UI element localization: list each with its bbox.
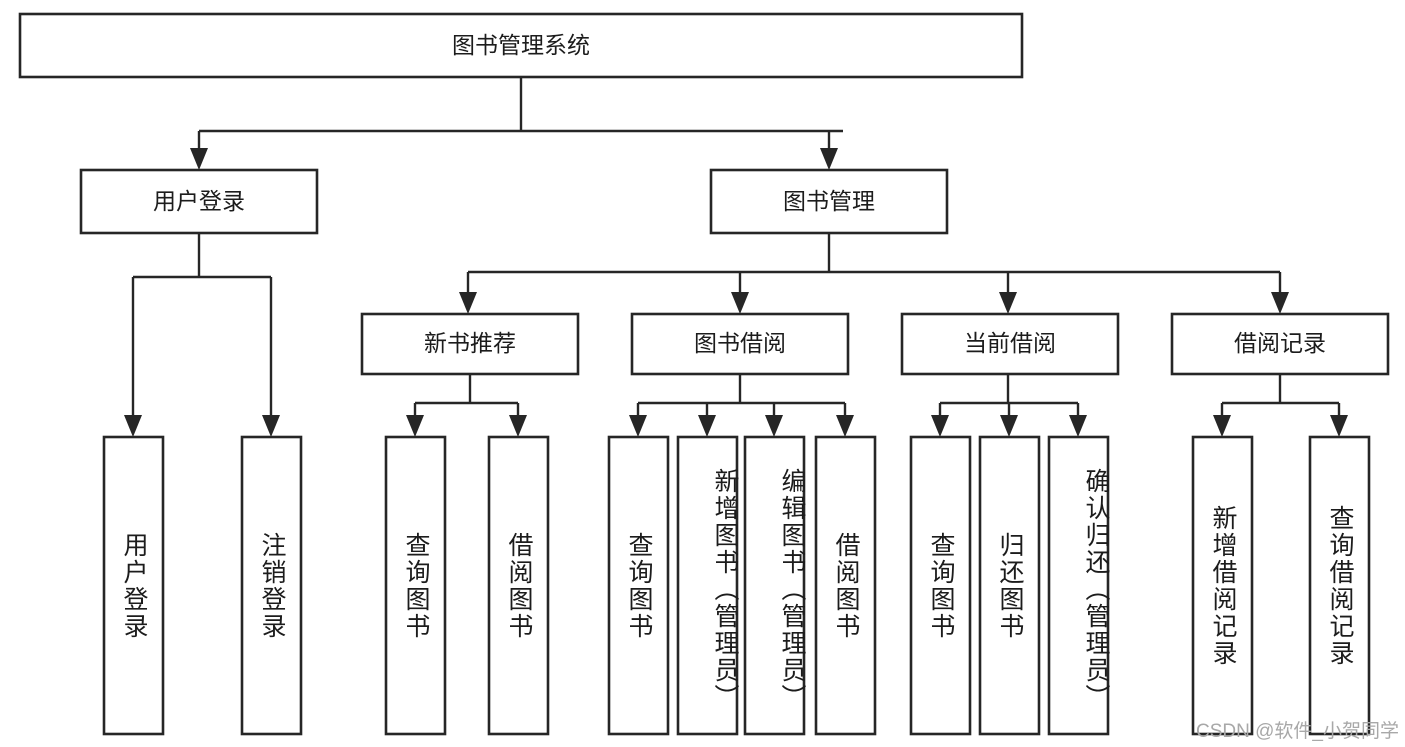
leaf-box-logout-login[interactable] (240, 435, 303, 736)
csdn-watermark: CSDN @软件_小贺同学 (1196, 721, 1399, 742)
node-book-management[interactable]: 图书管理 (709, 168, 949, 235)
arrow-head-book-borrow (731, 292, 749, 314)
leaf-label-user-login: 用户登录 (120, 531, 148, 640)
leaf-box-query-book-2[interactable] (607, 435, 670, 736)
leaf-box-borrow-book-2[interactable] (814, 435, 877, 736)
node-new-book-recommend[interactable]: 新书推荐 (360, 312, 580, 376)
leaf-label-return-book: 归还图书 (996, 531, 1024, 640)
node-user-login-label: 用户登录 (153, 188, 245, 214)
connector-group-borrow-record (1213, 374, 1348, 437)
node-current-borrow-box[interactable] (900, 312, 1120, 376)
arrow-head-leaf-confirm-return (1069, 415, 1087, 437)
connector-group-user-login (124, 233, 280, 437)
arrow-head-leaf-edit-book (765, 415, 783, 437)
node-borrow-record-box[interactable] (1170, 312, 1390, 376)
leaf-box-user-login[interactable] (102, 435, 165, 736)
arrow-head-leaf-query-book-1 (406, 415, 424, 437)
arrow-head-new-book-recommend (459, 292, 477, 314)
arrow-head-leaf-user-login (124, 415, 142, 437)
arrow-head-current-borrow (999, 292, 1017, 314)
node-book-management-label: 图书管理 (783, 188, 875, 214)
leaf-box-borrow-book-1[interactable] (487, 435, 550, 736)
leaf-box-edit-book[interactable] (743, 435, 806, 736)
node-current-borrow[interactable]: 当前借阅 (900, 312, 1120, 376)
arrow-head-leaf-borrow-book-2 (836, 415, 854, 437)
node-book-borrow[interactable]: 图书借阅 (630, 312, 850, 376)
node-current-borrow-label: 当前借阅 (964, 330, 1056, 356)
connector-group-root (190, 77, 843, 170)
leaf-label-borrow-book-1: 借阅图书 (505, 531, 533, 640)
connector-group-current-borrow (931, 374, 1087, 437)
leaf-box-query-book-1[interactable] (384, 435, 447, 736)
arrow-head-leaf-add-record (1213, 415, 1231, 437)
leaf-label-logout-login: 注销登录 (258, 531, 286, 640)
node-root-box[interactable] (18, 12, 1024, 79)
node-user-login-box[interactable] (79, 168, 319, 235)
arrow-head-leaf-add-book (698, 415, 716, 437)
arrow-head-leaf-return-book (1000, 415, 1018, 437)
arrow-head-user-login (190, 148, 208, 170)
arrow-head-borrow-record (1271, 292, 1289, 314)
leaf-label-query-book-3: 查询图书 (927, 531, 955, 640)
leaf-label-query-book-1: 查询图书 (402, 531, 430, 640)
arrow-head-book-management (820, 148, 838, 170)
connector-group-book-borrow (629, 374, 854, 437)
leaf-box-add-book[interactable] (676, 435, 739, 736)
node-new-book-recommend-label: 新书推荐 (424, 330, 516, 356)
arrow-head-leaf-logout-login (262, 415, 280, 437)
leaf-box-add-record[interactable] (1191, 435, 1254, 736)
node-book-borrow-box[interactable] (630, 312, 850, 376)
node-borrow-record-label: 借阅记录 (1234, 330, 1326, 356)
arrow-head-leaf-query-record (1330, 415, 1348, 437)
arrow-head-leaf-query-book-3 (931, 415, 949, 437)
leaf-label-add-record: 新增借阅记录 (1209, 504, 1237, 667)
leaf-label-edit-book: 编辑图书（管理员） (778, 468, 806, 711)
leaf-label-add-book: 新增图书（管理员） (711, 468, 739, 711)
node-root[interactable]: 图书管理系统 (18, 12, 1024, 79)
leaf-box-query-book-3[interactable] (909, 435, 972, 736)
node-borrow-record[interactable]: 借阅记录 (1170, 312, 1390, 376)
leaf-label-borrow-book-2: 借阅图书 (832, 531, 860, 640)
arrow-head-leaf-query-book-2 (629, 415, 647, 437)
node-book-borrow-label: 图书借阅 (694, 330, 786, 356)
node-root-label: 图书管理系统 (452, 32, 590, 58)
connector-group-book-management (459, 233, 1289, 314)
node-new-book-recommend-box[interactable] (360, 312, 580, 376)
node-book-management-box[interactable] (709, 168, 949, 235)
leaf-label-query-record: 查询借阅记录 (1326, 504, 1354, 667)
leaf-box-query-record[interactable] (1308, 435, 1371, 736)
leaf-box-return-book[interactable] (978, 435, 1041, 736)
arrow-head-leaf-borrow-book-1 (509, 415, 527, 437)
leaf-box-confirm-return[interactable] (1047, 435, 1110, 736)
leaf-label-confirm-return: 确认归还（管理员） (1082, 468, 1110, 711)
node-user-login[interactable]: 用户登录 (79, 168, 319, 235)
connector-group-new-book-recommend (406, 374, 527, 437)
leaf-label-query-book-2: 查询图书 (625, 531, 653, 640)
